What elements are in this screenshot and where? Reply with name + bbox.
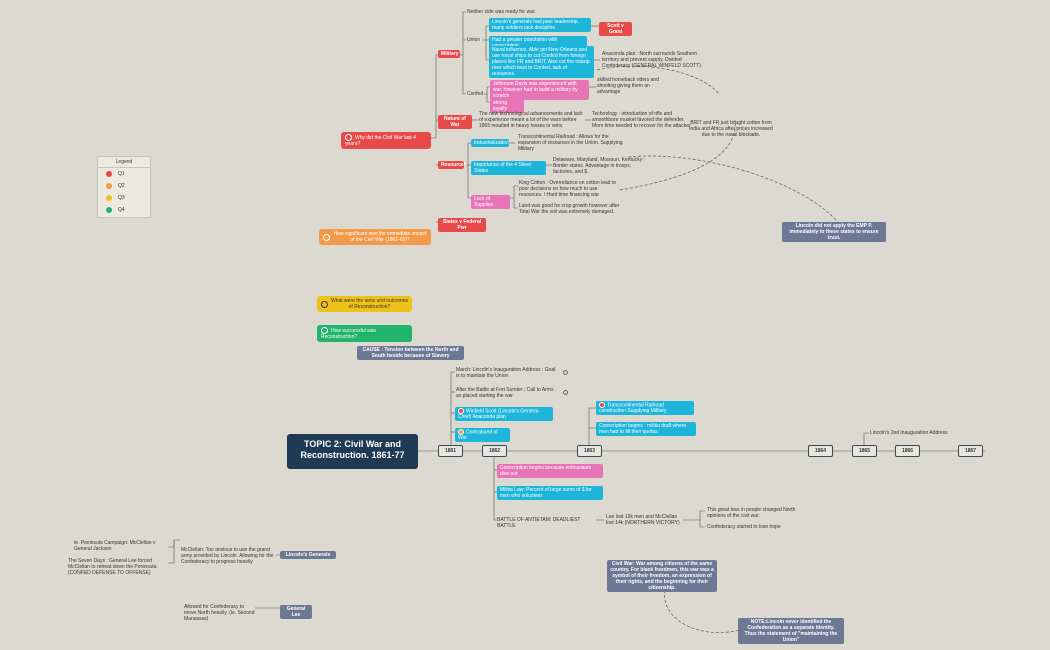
branch-resources[interactable]: Resources <box>438 161 467 169</box>
branch-nature-of-war[interactable]: Nature of War <box>438 115 472 129</box>
branch-military[interactable]: Military <box>438 50 460 58</box>
year-1862[interactable]: 1862 <box>482 445 507 457</box>
marker-icon <box>458 408 464 414</box>
military-naval: Naval influence. Able get New Orleans an… <box>489 46 594 78</box>
resources-industrialization: Industrialization <box>471 139 509 147</box>
note-lincoln: NOTE:Lincoln never identified the Confed… <box>738 618 844 644</box>
nature-brit-fr: BRIT and FR just bought cotton from Indi… <box>689 120 773 138</box>
resources-slave-states: Importance of the 4 Slave States <box>471 161 546 175</box>
military-loyalty: strong loyalty <box>490 99 524 113</box>
y1862-great-loss: This great loss in people changed North … <box>707 507 796 519</box>
q2-dot <box>106 182 112 189</box>
generals-peninsula: ie. Peninsula Campaign: McClellan v Gene… <box>74 540 156 552</box>
y1862-confed-lose-hope: Confederacy started to lose hope <box>707 524 781 530</box>
y1861-contraband-text: Contraband of War <box>458 429 498 442</box>
legend-item-q1: Q1 <box>98 168 150 180</box>
y1861-winfield: Winfield Scott (Lincoln's General-Chief)… <box>455 407 553 422</box>
year-1866[interactable]: 1866 <box>895 445 920 457</box>
y1862-militia: Militia Law: Percent of large sums of $ … <box>497 486 603 500</box>
y1863-conscription: Conscription begins : militia draft wher… <box>596 422 696 436</box>
y1861-sumter: After the Battle at Fort Sumter ; Call t… <box>456 387 554 399</box>
resources-land: Land was good for crop growth however af… <box>519 203 620 215</box>
lee-allowed: Allowed for Confederacy to move North he… <box>184 604 255 622</box>
year-1863[interactable]: 1863 <box>577 445 602 457</box>
note-emancipation: Lincoln did not apply the EMP P. immedia… <box>782 222 886 242</box>
military-davis: Jefferson Davis was experienced with war… <box>490 80 589 100</box>
question-q3[interactable]: What were the aims and outcomes of Recon… <box>317 296 412 312</box>
branch-states-v-federal[interactable]: States v Federal Pwr <box>438 218 486 232</box>
y1863-railroad: Transcontinental Railroad construction S… <box>596 401 694 416</box>
legend-item-q3: Q3 <box>98 192 150 204</box>
year-1865[interactable]: 1865 <box>852 445 877 457</box>
branch-confed: Confed <box>467 91 484 97</box>
general-lee: General Lee <box>280 605 312 619</box>
legend: Legend Q1 Q2 Q3 Q4 <box>97 156 151 218</box>
clock-icon <box>563 370 568 375</box>
question-text: Why did the Civil War last 4 years? <box>345 134 416 147</box>
y1862-losses: Lee lost 10k men and McClellan lost 14k … <box>606 514 680 526</box>
cause-node: CAUSE : Tension between the North and So… <box>357 346 464 360</box>
legend-label: Q4 <box>118 207 125 213</box>
resources-king-cotton: King Cotton : Overreliance on cotton lea… <box>519 180 617 198</box>
lincolns-generals: Lincoln's Generals <box>280 551 336 559</box>
note-civil-war: Civil War: War among citizens of the sam… <box>607 560 717 592</box>
y1865-inauguration: Lincoln's 2nd Inauguration Address <box>870 430 948 436</box>
legend-item-q4: Q4 <box>98 204 150 216</box>
branch-union: Union <box>467 37 481 43</box>
clock-icon <box>321 301 328 308</box>
q3-dot <box>106 194 112 201</box>
question-q4[interactable]: How successful was Reconstruction? <box>317 325 412 342</box>
year-1867[interactable]: 1867 <box>958 445 983 457</box>
legend-item-q2: Q2 <box>98 180 150 192</box>
marker-icon <box>599 402 605 408</box>
y1862-antietam: BATTLE OF ANTIETAM: DEADLIEST BATTLE <box>497 517 581 529</box>
generals-seven-days: The Seven Days : General Lee forced McCl… <box>68 558 158 576</box>
legend-title: Legend <box>98 157 150 168</box>
main-topic[interactable]: TOPIC 2: Civil War and Reconstruction. 1… <box>287 434 418 469</box>
year-1864[interactable]: 1864 <box>808 445 833 457</box>
legend-label: Q2 <box>118 183 125 189</box>
clock-icon <box>323 234 330 241</box>
nature-tech-advancements: The new technological advancements and l… <box>479 111 583 129</box>
q1-dot <box>106 170 112 177</box>
y1861-winfield-text: Winfield Scott (Lincoln's General-Chief)… <box>458 408 540 421</box>
y1862-conscription: Conscription begins because enthusiasm d… <box>497 464 603 478</box>
military-scott-v-grant: Scott v Grant <box>599 22 632 36</box>
y1863-railroad-text: Transcontinental Railroad construction S… <box>599 402 667 415</box>
y1861-contraband: Contraband of War <box>455 428 510 443</box>
clock-icon <box>321 327 328 334</box>
clock-icon <box>345 134 352 141</box>
question-text: How successful was Reconstruction? <box>321 327 377 340</box>
resources-lack-of-supplies: Lack of Supplies <box>471 195 510 209</box>
military-lincoln-generals: Lincoln's generals had poor leadership, … <box>489 18 591 32</box>
generals-mcclellan: McClellan: Too anxious to use the grand … <box>181 547 274 565</box>
y1861-march: March: Lincoln's Inauguration Address ; … <box>456 367 556 379</box>
legend-label: Q3 <box>118 195 125 201</box>
clock-icon <box>563 390 568 395</box>
legend-label: Q1 <box>118 171 125 177</box>
question-q2[interactable]: How significant was the immediate impact… <box>319 229 431 245</box>
marker-icon <box>458 429 464 435</box>
military-anaconda: Anaconda plan : North surrounds Southern… <box>602 51 702 69</box>
military-horseback: skilled horseback riders and shooting gi… <box>597 77 659 95</box>
question-text: What were the aims and outcomes of Recon… <box>331 298 408 310</box>
resources-border-states: Delaware, Maryland, Missouri, Kentucky :… <box>553 157 645 175</box>
nature-technology: Technology : introduction of rifle and s… <box>592 111 691 129</box>
military-neither: Neither side was ready for war. <box>467 9 536 15</box>
question-q1[interactable]: Why did the Civil War last 4 years? <box>341 132 431 149</box>
year-1861[interactable]: 1861 <box>438 445 463 457</box>
q4-dot <box>106 206 112 213</box>
resources-railroad: Transcontinental Railroad : Allows for t… <box>518 134 623 152</box>
question-text: How significant was the immediate impact… <box>333 231 427 243</box>
